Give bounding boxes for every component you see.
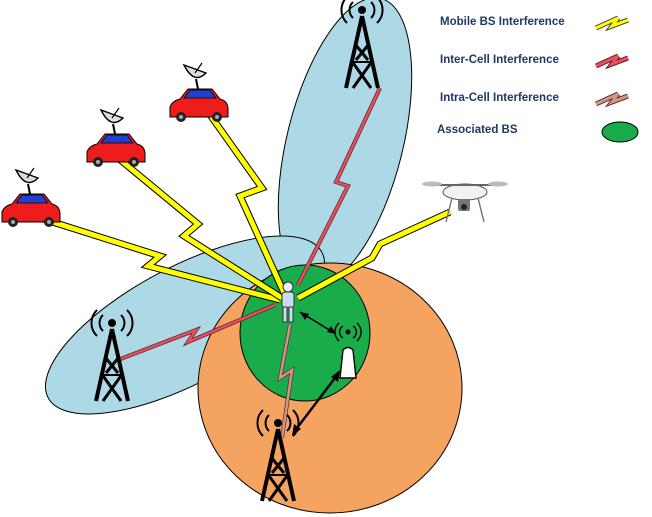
- mobile-interference-bolt-3: [205, 110, 288, 297]
- legend-mobile-bs-interference-label: Mobile BS Interference: [440, 16, 565, 28]
- inter-cell-bolt-top: [296, 87, 382, 286]
- backhaul-link: [293, 373, 339, 433]
- car-with-dish-icon-2: [86, 107, 146, 168]
- small-cell-icon: [334, 322, 362, 379]
- inter-cell-bolt-left: [117, 303, 276, 362]
- mobile-interference-bolt-drone: [296, 209, 452, 301]
- legend-associated-bs-label: Associated BS: [437, 124, 518, 136]
- mobile-interference-bolt-2: [116, 156, 284, 301]
- legend-inter-cell-interference-label: Inter-Cell Interference: [440, 54, 559, 66]
- legend-intra-cell-interference-label: Intra-Cell Interference: [440, 92, 559, 104]
- drone-icon: [422, 181, 508, 223]
- legend-associated-bs-symbol: [601, 121, 639, 143]
- car-with-dish-icon-1: [1, 167, 61, 228]
- user-icon: [281, 281, 295, 323]
- car-with-dish-icon-3: [169, 62, 229, 123]
- mobile-interference-bolt-1: [39, 215, 281, 303]
- intra-cell-bolt: [278, 324, 294, 439]
